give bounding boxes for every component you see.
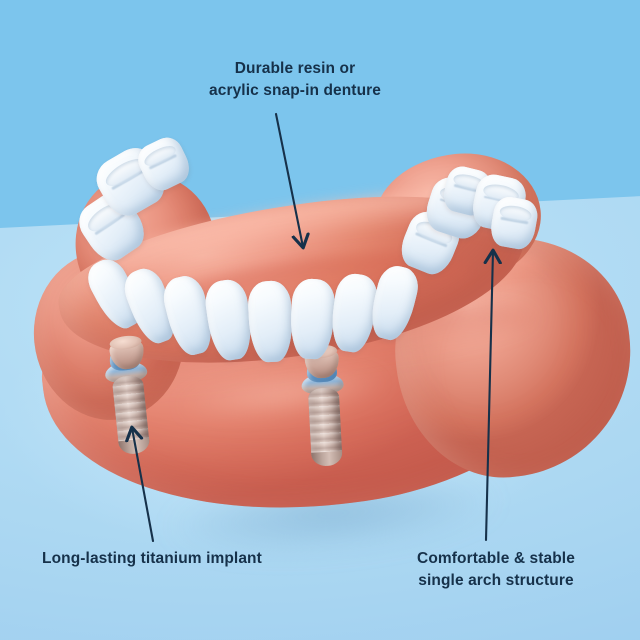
annotation-implant-label: Long-lasting titanium implant <box>42 550 262 567</box>
molar-cusp-groove <box>500 216 529 224</box>
annotation-arch-label: Comfortable & stable single arch structu… <box>417 550 575 589</box>
implant-tip <box>118 438 151 456</box>
implant-tip <box>311 451 343 467</box>
molar-cusp-groove <box>94 212 126 235</box>
molar-cusp-groove <box>149 154 177 170</box>
annotation-denture-label: Durable resin or acrylic snap-in denture <box>209 60 381 99</box>
molar-cusp-groove <box>415 232 448 248</box>
